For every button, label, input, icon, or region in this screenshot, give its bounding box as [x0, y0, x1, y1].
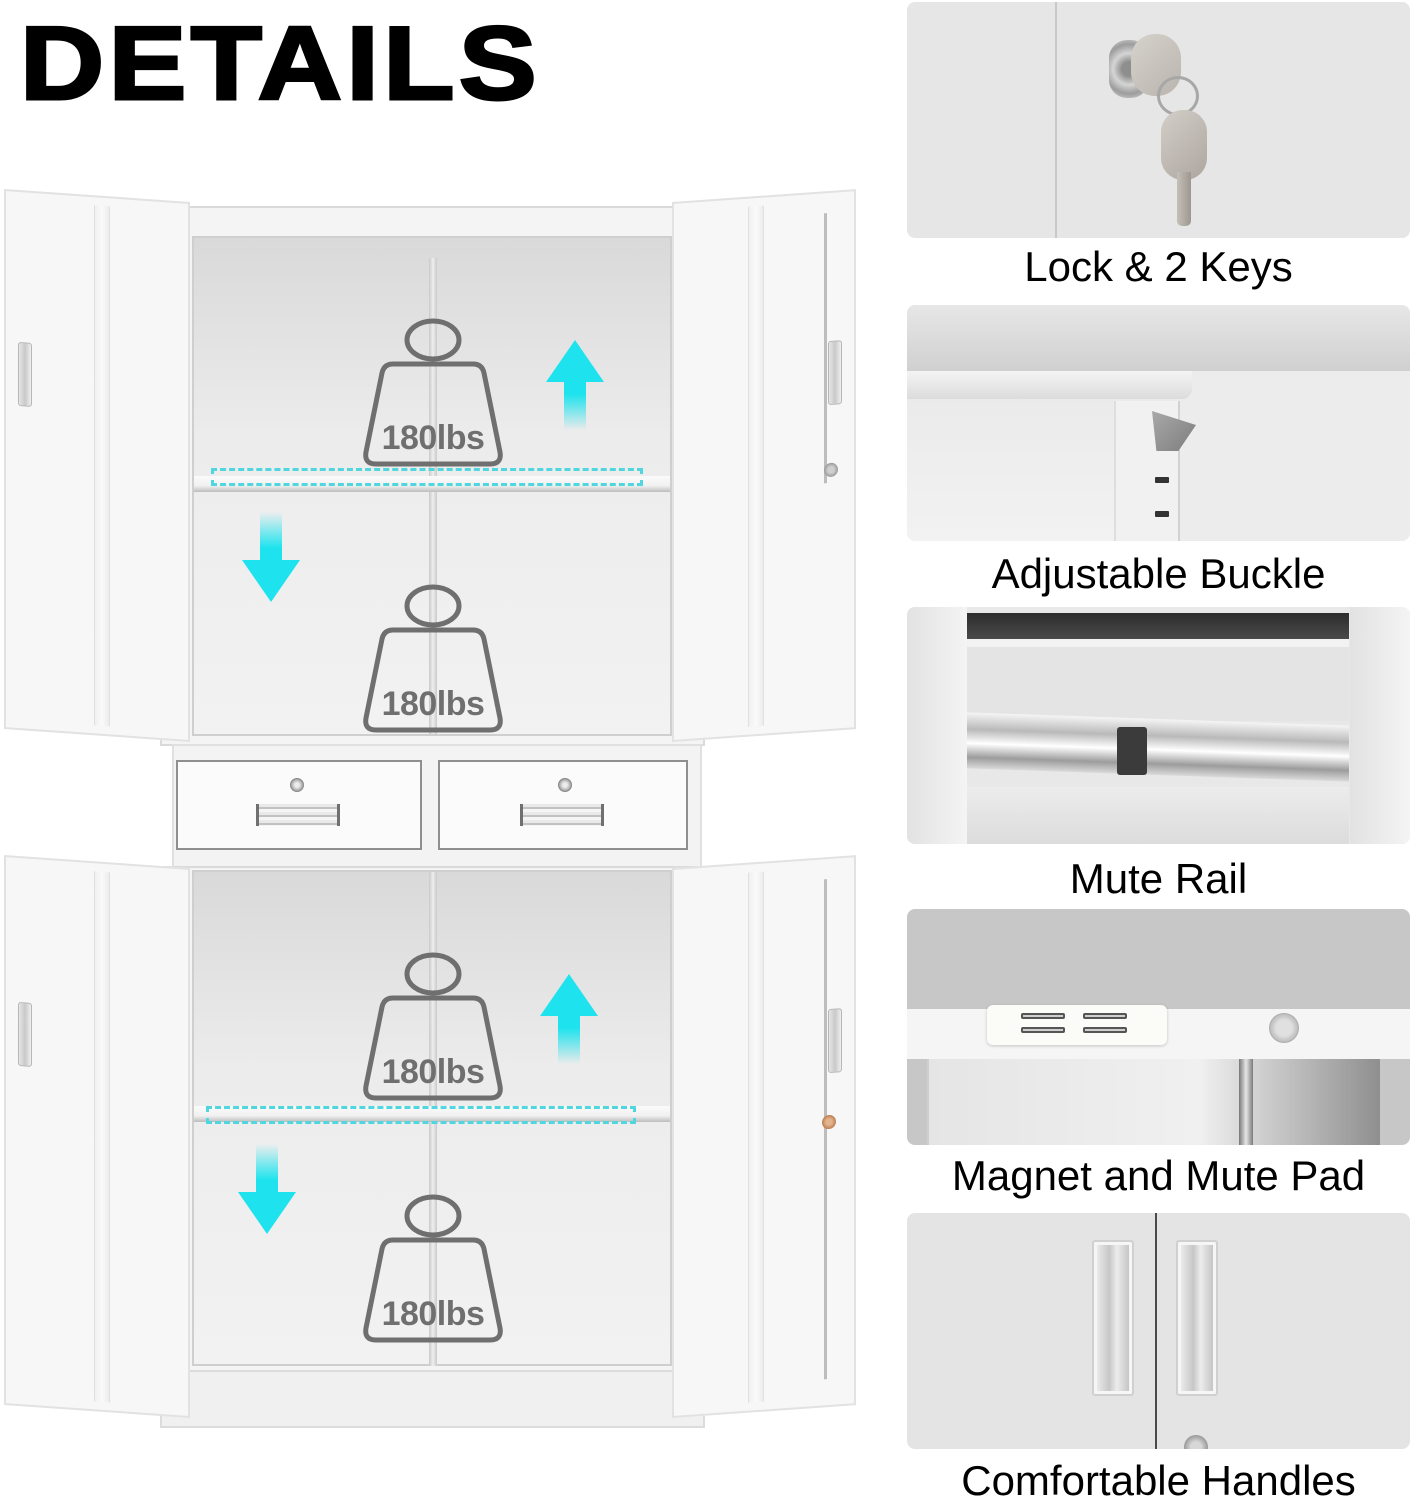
feature-caption: Lock & 2 Keys [1024, 243, 1293, 290]
lock-icon [1184, 1435, 1208, 1449]
weight-icon: 180lbs [358, 1194, 508, 1344]
upper-shelf-highlight [211, 468, 643, 486]
post-slot [1155, 511, 1169, 517]
weight-icon: 180lbs [358, 584, 508, 734]
magnet-slot [1083, 1027, 1127, 1033]
door-rib [748, 871, 764, 1403]
lower-right-door[interactable] [672, 855, 856, 1418]
drawer-pull-handle[interactable] [256, 804, 340, 826]
locking-rod [824, 213, 827, 484]
magnet-pad-icon [987, 1005, 1167, 1045]
door-seam [1055, 2, 1057, 238]
lock-bolt [1239, 1059, 1253, 1145]
upper-center-divider [429, 258, 437, 734]
magnet-slot [1021, 1013, 1065, 1019]
lower-drawer [967, 787, 1349, 844]
drawer-lock-icon[interactable] [290, 778, 304, 792]
lower-shelf [194, 1106, 670, 1122]
cabinet-inner [927, 1059, 1380, 1145]
shelf-edge [907, 371, 1192, 399]
door-handle-icon[interactable] [18, 1001, 32, 1067]
weight-capacity-label: 180lbs [381, 1295, 485, 1333]
door-seam [1155, 1213, 1157, 1449]
weight-capacity-label: 180lbs [381, 685, 485, 723]
locking-rod [824, 879, 827, 1380]
weight-capacity-label: 180lbs [381, 1053, 485, 1091]
upper-left-door[interactable] [4, 188, 190, 743]
key-blade [1177, 172, 1191, 226]
handle-icon [1092, 1240, 1134, 1396]
mute-pad-icon [1269, 1013, 1299, 1043]
weight-icon: 180lbs [358, 318, 508, 468]
cabinet-illustration: 180lbs 180lbs 180lbs [4, 188, 856, 1428]
post-slot [1155, 477, 1169, 483]
lower-shelf-highlight [206, 1106, 636, 1124]
door-rib [748, 205, 764, 727]
arrow-up-icon [540, 974, 598, 1064]
weight-capacity-label: 180lbs [381, 419, 485, 457]
side-post [1350, 607, 1410, 844]
door-lock-icon[interactable] [822, 1114, 836, 1130]
drawer-rail-icon [967, 712, 1349, 782]
feature-caption: Magnet and Mute Pad [951, 1152, 1366, 1199]
side-post [907, 607, 967, 844]
feature-image-rail [907, 607, 1410, 844]
left-drawer[interactable] [176, 760, 422, 850]
cabinet-ceiling [907, 305, 1410, 371]
magnet-slot [1021, 1027, 1065, 1033]
drawer-pull-handle[interactable] [520, 804, 604, 826]
key-icon [1161, 110, 1207, 180]
right-drawer[interactable] [438, 760, 688, 850]
magnet-slot [1083, 1013, 1127, 1019]
feature-caption: Adjustable Buckle [991, 550, 1326, 597]
arrow-down-icon [238, 1144, 296, 1234]
door-lock-icon[interactable] [824, 462, 838, 478]
door-handle-icon[interactable] [828, 340, 842, 406]
feature-caption: Mute Rail [1069, 855, 1248, 902]
drawer-side [967, 639, 1349, 721]
upper-right-door[interactable] [672, 189, 856, 742]
drawer-gap [967, 613, 1349, 639]
door-rib [94, 871, 110, 1403]
feature-image-handles [907, 1213, 1410, 1449]
weight-icon: 180lbs [358, 952, 508, 1102]
door-handle-icon[interactable] [828, 1008, 842, 1074]
page-title: DETAILS [18, 6, 542, 122]
feature-image-buckle [907, 305, 1410, 541]
rail-stop [1117, 727, 1147, 775]
handle-icon [1176, 1240, 1218, 1396]
door-handle-icon[interactable] [18, 341, 32, 407]
arrow-up-icon [546, 340, 604, 430]
door-rib [94, 205, 110, 727]
arrow-down-icon [242, 512, 300, 602]
lower-left-door[interactable] [4, 854, 190, 1418]
cabinet-base [160, 1370, 705, 1428]
feature-image-lock [907, 2, 1410, 238]
feature-image-magnet [907, 909, 1410, 1145]
drawer-lock-icon[interactable] [558, 778, 572, 792]
feature-caption: Comfortable Handles [961, 1457, 1356, 1500]
